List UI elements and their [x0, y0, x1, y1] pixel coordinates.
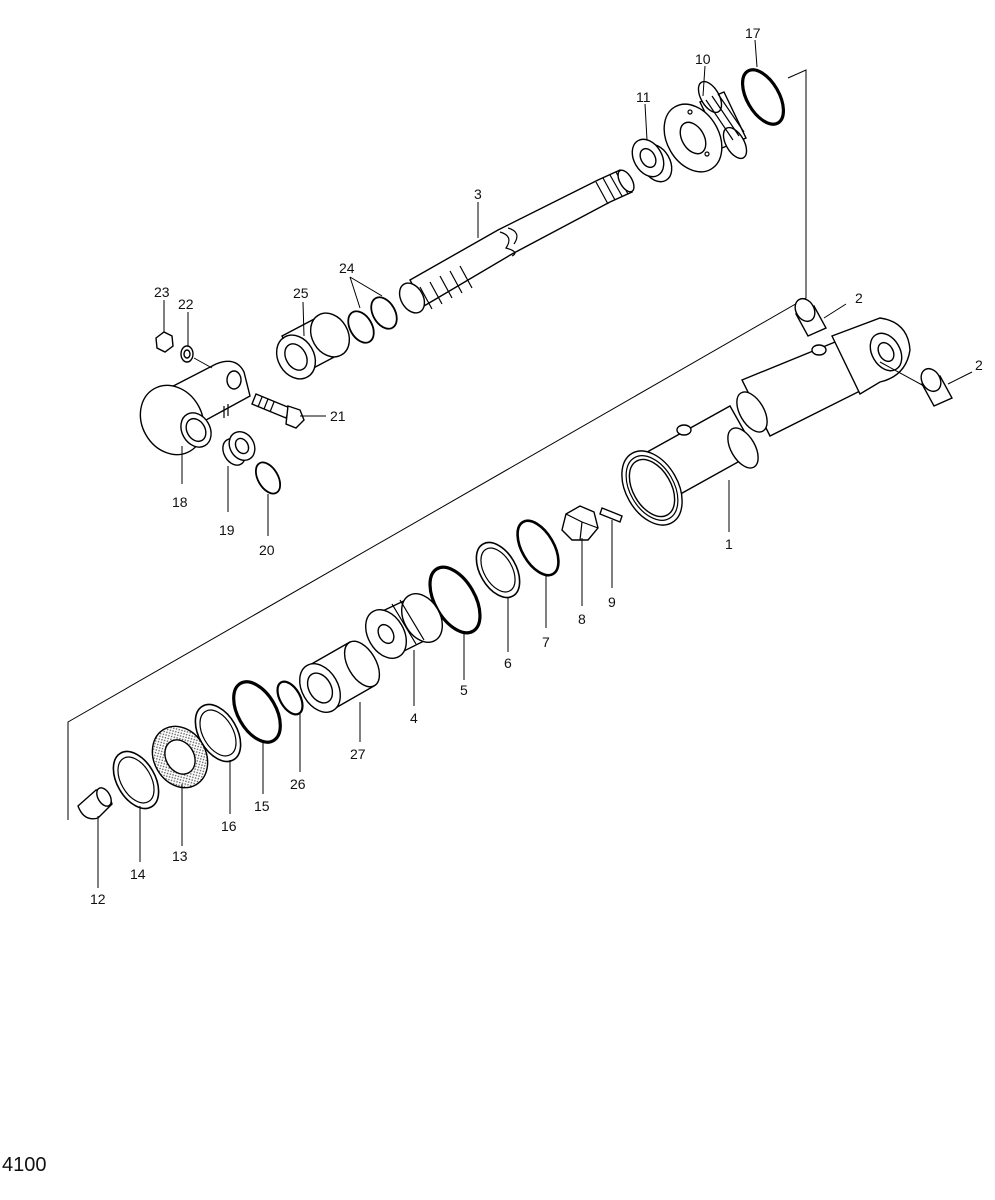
part-15-o-ring: [232, 680, 282, 744]
part-8-nut: [561, 505, 599, 541]
callout-7: 7: [542, 634, 550, 650]
part-6-backup-ring: [475, 541, 521, 599]
callout-14: 14: [130, 866, 146, 882]
part-1-cylinder-tube: [621, 317, 911, 526]
part-27-sleeve: [299, 640, 381, 713]
part-23-nut: [155, 331, 174, 353]
callout-3: 3: [474, 186, 482, 202]
callout-2-upper: 2: [855, 290, 863, 306]
part-24-o-rings: [347, 296, 398, 344]
page-code: 4100: [2, 1154, 47, 1176]
part-12-pin: [77, 787, 113, 820]
part-3-piston-rod: [398, 169, 635, 314]
part-10-gland: [663, 80, 748, 173]
callout-8: 8: [578, 611, 586, 627]
callout-1: 1: [725, 536, 733, 552]
leader-lines: [97, 39, 973, 888]
part-2-pin-upper: [794, 297, 827, 337]
callout-19: 19: [219, 522, 235, 538]
part-11-bushing: [631, 138, 673, 183]
part-2-pin-lower: [920, 367, 953, 407]
callout-12: 12: [90, 891, 106, 907]
part-9-pin: [599, 507, 623, 523]
callout-26: 26: [290, 776, 306, 792]
part-17-o-ring: [740, 68, 786, 126]
callout-5: 5: [460, 682, 468, 698]
callout-2-lower: 2: [975, 357, 983, 373]
callout-22: 22: [178, 296, 194, 312]
part-18-rod-end: [139, 357, 251, 456]
callout-18: 18: [172, 494, 188, 510]
callout-9: 9: [608, 594, 616, 610]
part-7-o-ring: [516, 519, 560, 577]
part-4-piston: [365, 593, 443, 659]
callout-10: 10: [695, 51, 711, 67]
callout-24: 24: [339, 260, 355, 276]
part-14-backup-ring: [112, 750, 160, 810]
callout-21: 21: [330, 408, 346, 424]
callout-16: 16: [221, 818, 237, 834]
callout-13: 13: [172, 848, 188, 864]
callout-17: 17: [745, 25, 761, 41]
part-20-o-ring: [254, 461, 282, 495]
callout-labels: 17 10 11 3 24 25 23 22 21 18 19 20 2 2 1…: [90, 25, 983, 907]
callout-20: 20: [259, 542, 275, 558]
callout-15: 15: [254, 798, 270, 814]
part-25-sleeve: [275, 312, 351, 380]
part-13-wear-ring: [151, 725, 209, 789]
callout-6: 6: [504, 655, 512, 671]
callout-25: 25: [293, 285, 309, 301]
callout-23: 23: [154, 284, 170, 300]
part-19-bushing: [222, 430, 256, 466]
part-26-o-ring: [276, 680, 304, 716]
part-22-washer: [180, 345, 194, 363]
part-21-bolt: [251, 393, 305, 429]
callout-4: 4: [410, 710, 418, 726]
callout-11: 11: [636, 89, 651, 105]
callout-27: 27: [350, 746, 366, 762]
assembly-boundary-line: [67, 69, 807, 820]
